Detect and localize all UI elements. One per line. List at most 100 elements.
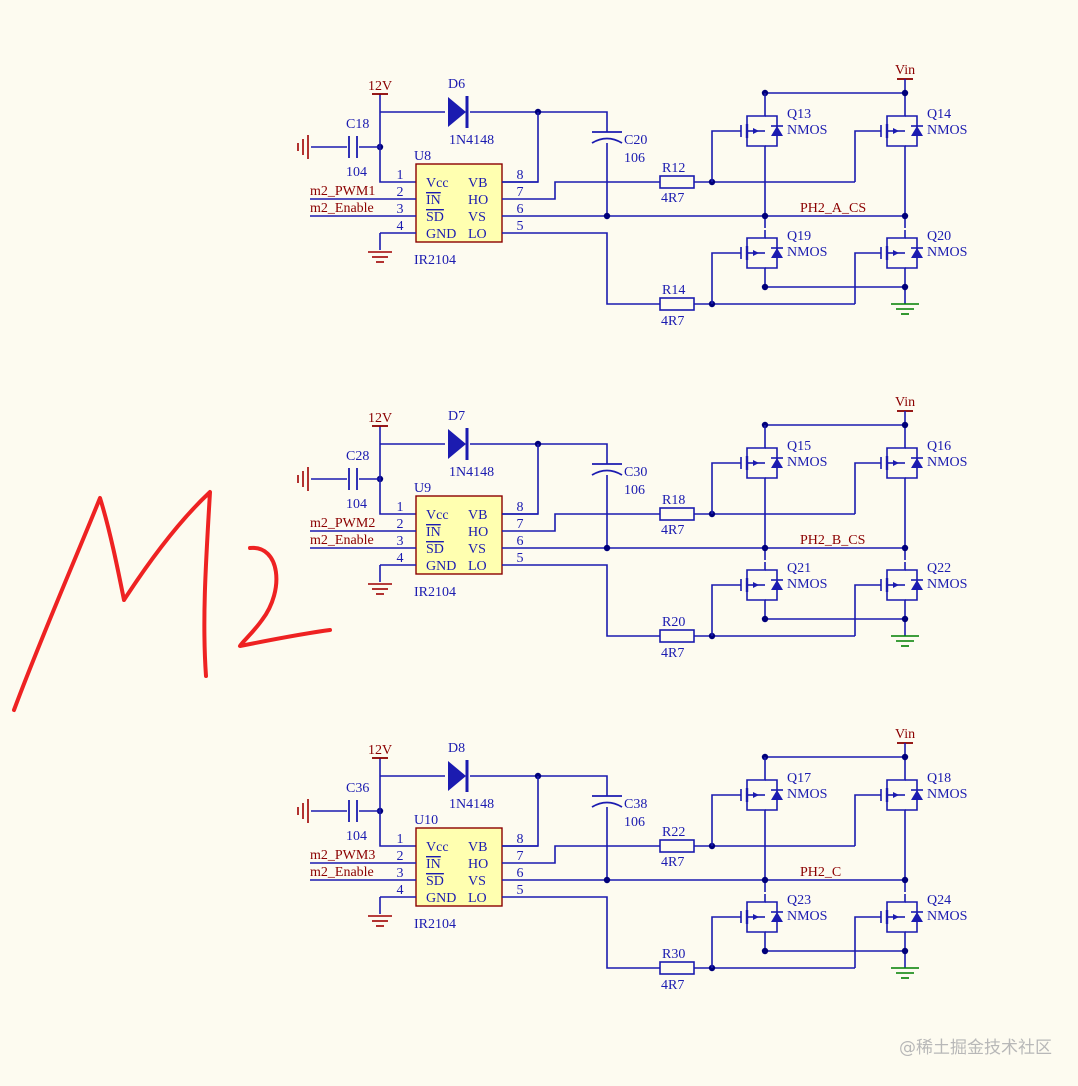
junction-dot [901, 421, 909, 429]
enable-net-label: m2_Enable [310, 201, 374, 216]
chip-pin-number: 5 [517, 551, 524, 566]
chip-pin-name: VS [468, 874, 486, 889]
wire [854, 462, 881, 514]
mosfet-arrow [753, 914, 759, 920]
junction-dot [603, 544, 611, 552]
mosfet-type: NMOS [927, 123, 967, 138]
watermark: @稀土掘金技术社区 [899, 1038, 1052, 1058]
diode-part: 1N4148 [449, 133, 494, 148]
wire [886, 230, 906, 246]
mosfet-arrow [893, 460, 899, 466]
chip-pin-number: 3 [397, 866, 404, 881]
chip-pin-number: 7 [517, 517, 524, 532]
wire [470, 443, 608, 464]
boot-cap-ref: C20 [624, 133, 647, 148]
mosfet-arrow [753, 792, 759, 798]
wire [711, 916, 741, 968]
chip-pin-name: GND [426, 559, 456, 574]
chip-pin-number: 8 [517, 168, 524, 183]
mosfet-type: NMOS [927, 455, 967, 470]
mosfet-body-diode [911, 912, 923, 922]
wire [746, 894, 766, 910]
wire [711, 130, 741, 182]
pwm-net-label: m2_PWM1 [310, 184, 375, 199]
cap-ref: C28 [346, 449, 369, 464]
mosfet-arrow [893, 250, 899, 256]
resistor-ref: R22 [662, 825, 685, 840]
chip-pin-number: 2 [397, 185, 404, 200]
chip-pin-number: 1 [397, 832, 404, 847]
mosfet-body-diode [771, 790, 783, 800]
wire [746, 772, 766, 788]
chip-pin-name: IN [426, 525, 441, 540]
wire [886, 894, 906, 910]
chip-pin-name: IN [426, 857, 441, 872]
mosfet-ref: Q24 [927, 893, 951, 908]
chip-pin-number: 7 [517, 185, 524, 200]
mosfet-ref: Q19 [787, 229, 811, 244]
cap-value: 104 [346, 497, 367, 512]
resistor-value: 4R7 [661, 314, 684, 329]
wire [470, 111, 608, 132]
wire [886, 470, 906, 486]
chip-pin-name: VB [468, 176, 487, 191]
wire [854, 794, 881, 846]
mosfet-body-diode [771, 912, 783, 922]
boot-cap-plate [591, 801, 623, 808]
chip-pin-name: Vcc [426, 840, 449, 855]
chip-part: IR2104 [414, 585, 456, 600]
chip-pin-number: 6 [517, 534, 524, 549]
ir2104-chip [415, 827, 503, 907]
resistor-body [659, 297, 695, 311]
mosfet-ref: Q16 [927, 439, 951, 454]
chip-ref: U10 [414, 813, 438, 828]
resistor-ref: R12 [662, 161, 685, 176]
mosfet-arrow [893, 792, 899, 798]
junction-dot [761, 947, 769, 955]
mosfet-ref: Q14 [927, 107, 951, 122]
wire [854, 130, 881, 182]
wire [886, 802, 906, 818]
wire [746, 802, 766, 818]
resistor-value: 4R7 [661, 855, 684, 870]
wire [470, 775, 608, 796]
junction-dot [761, 615, 769, 623]
chip-pin-name: VS [468, 542, 486, 557]
chip-part: IR2104 [414, 253, 456, 268]
boot-cap-ref: C30 [624, 465, 647, 480]
diode-ref: D8 [448, 741, 465, 756]
mosfet-arrow [893, 128, 899, 134]
wire [746, 592, 766, 608]
wire [764, 276, 905, 288]
mosfet-ref: Q21 [787, 561, 811, 576]
chip-pin-name: GND [426, 891, 456, 906]
wire [711, 462, 741, 514]
mosfet-arrow [753, 460, 759, 466]
resistor-body [659, 961, 695, 975]
vin-label: Vin [895, 395, 915, 410]
boot-cap-value: 106 [624, 483, 645, 498]
supply-12v-label: 12V [368, 743, 392, 758]
junction-dot [761, 544, 769, 552]
boot-cap-value: 106 [624, 151, 645, 166]
wire [764, 608, 905, 620]
handwritten-m2-note [12, 490, 332, 712]
wire [538, 896, 660, 969]
phase-net-label: PH2_B_CS [800, 533, 865, 548]
wire [854, 252, 881, 304]
junction-dot [901, 544, 909, 552]
mosfet-type: NMOS [927, 909, 967, 924]
chip-pin-name: HO [468, 525, 488, 540]
diode-triangle [448, 429, 466, 459]
wire [711, 584, 741, 636]
chip-pin-name: Vcc [426, 176, 449, 191]
mosfet-body-diode [771, 248, 783, 258]
phase-net-label: PH2_A_CS [800, 201, 866, 216]
supply-12v-label: 12V [368, 411, 392, 426]
diode-ref: D6 [448, 77, 465, 92]
pwm-net-label: m2_PWM2 [310, 516, 375, 531]
wire [746, 924, 766, 940]
chip-pin-number: 3 [397, 202, 404, 217]
